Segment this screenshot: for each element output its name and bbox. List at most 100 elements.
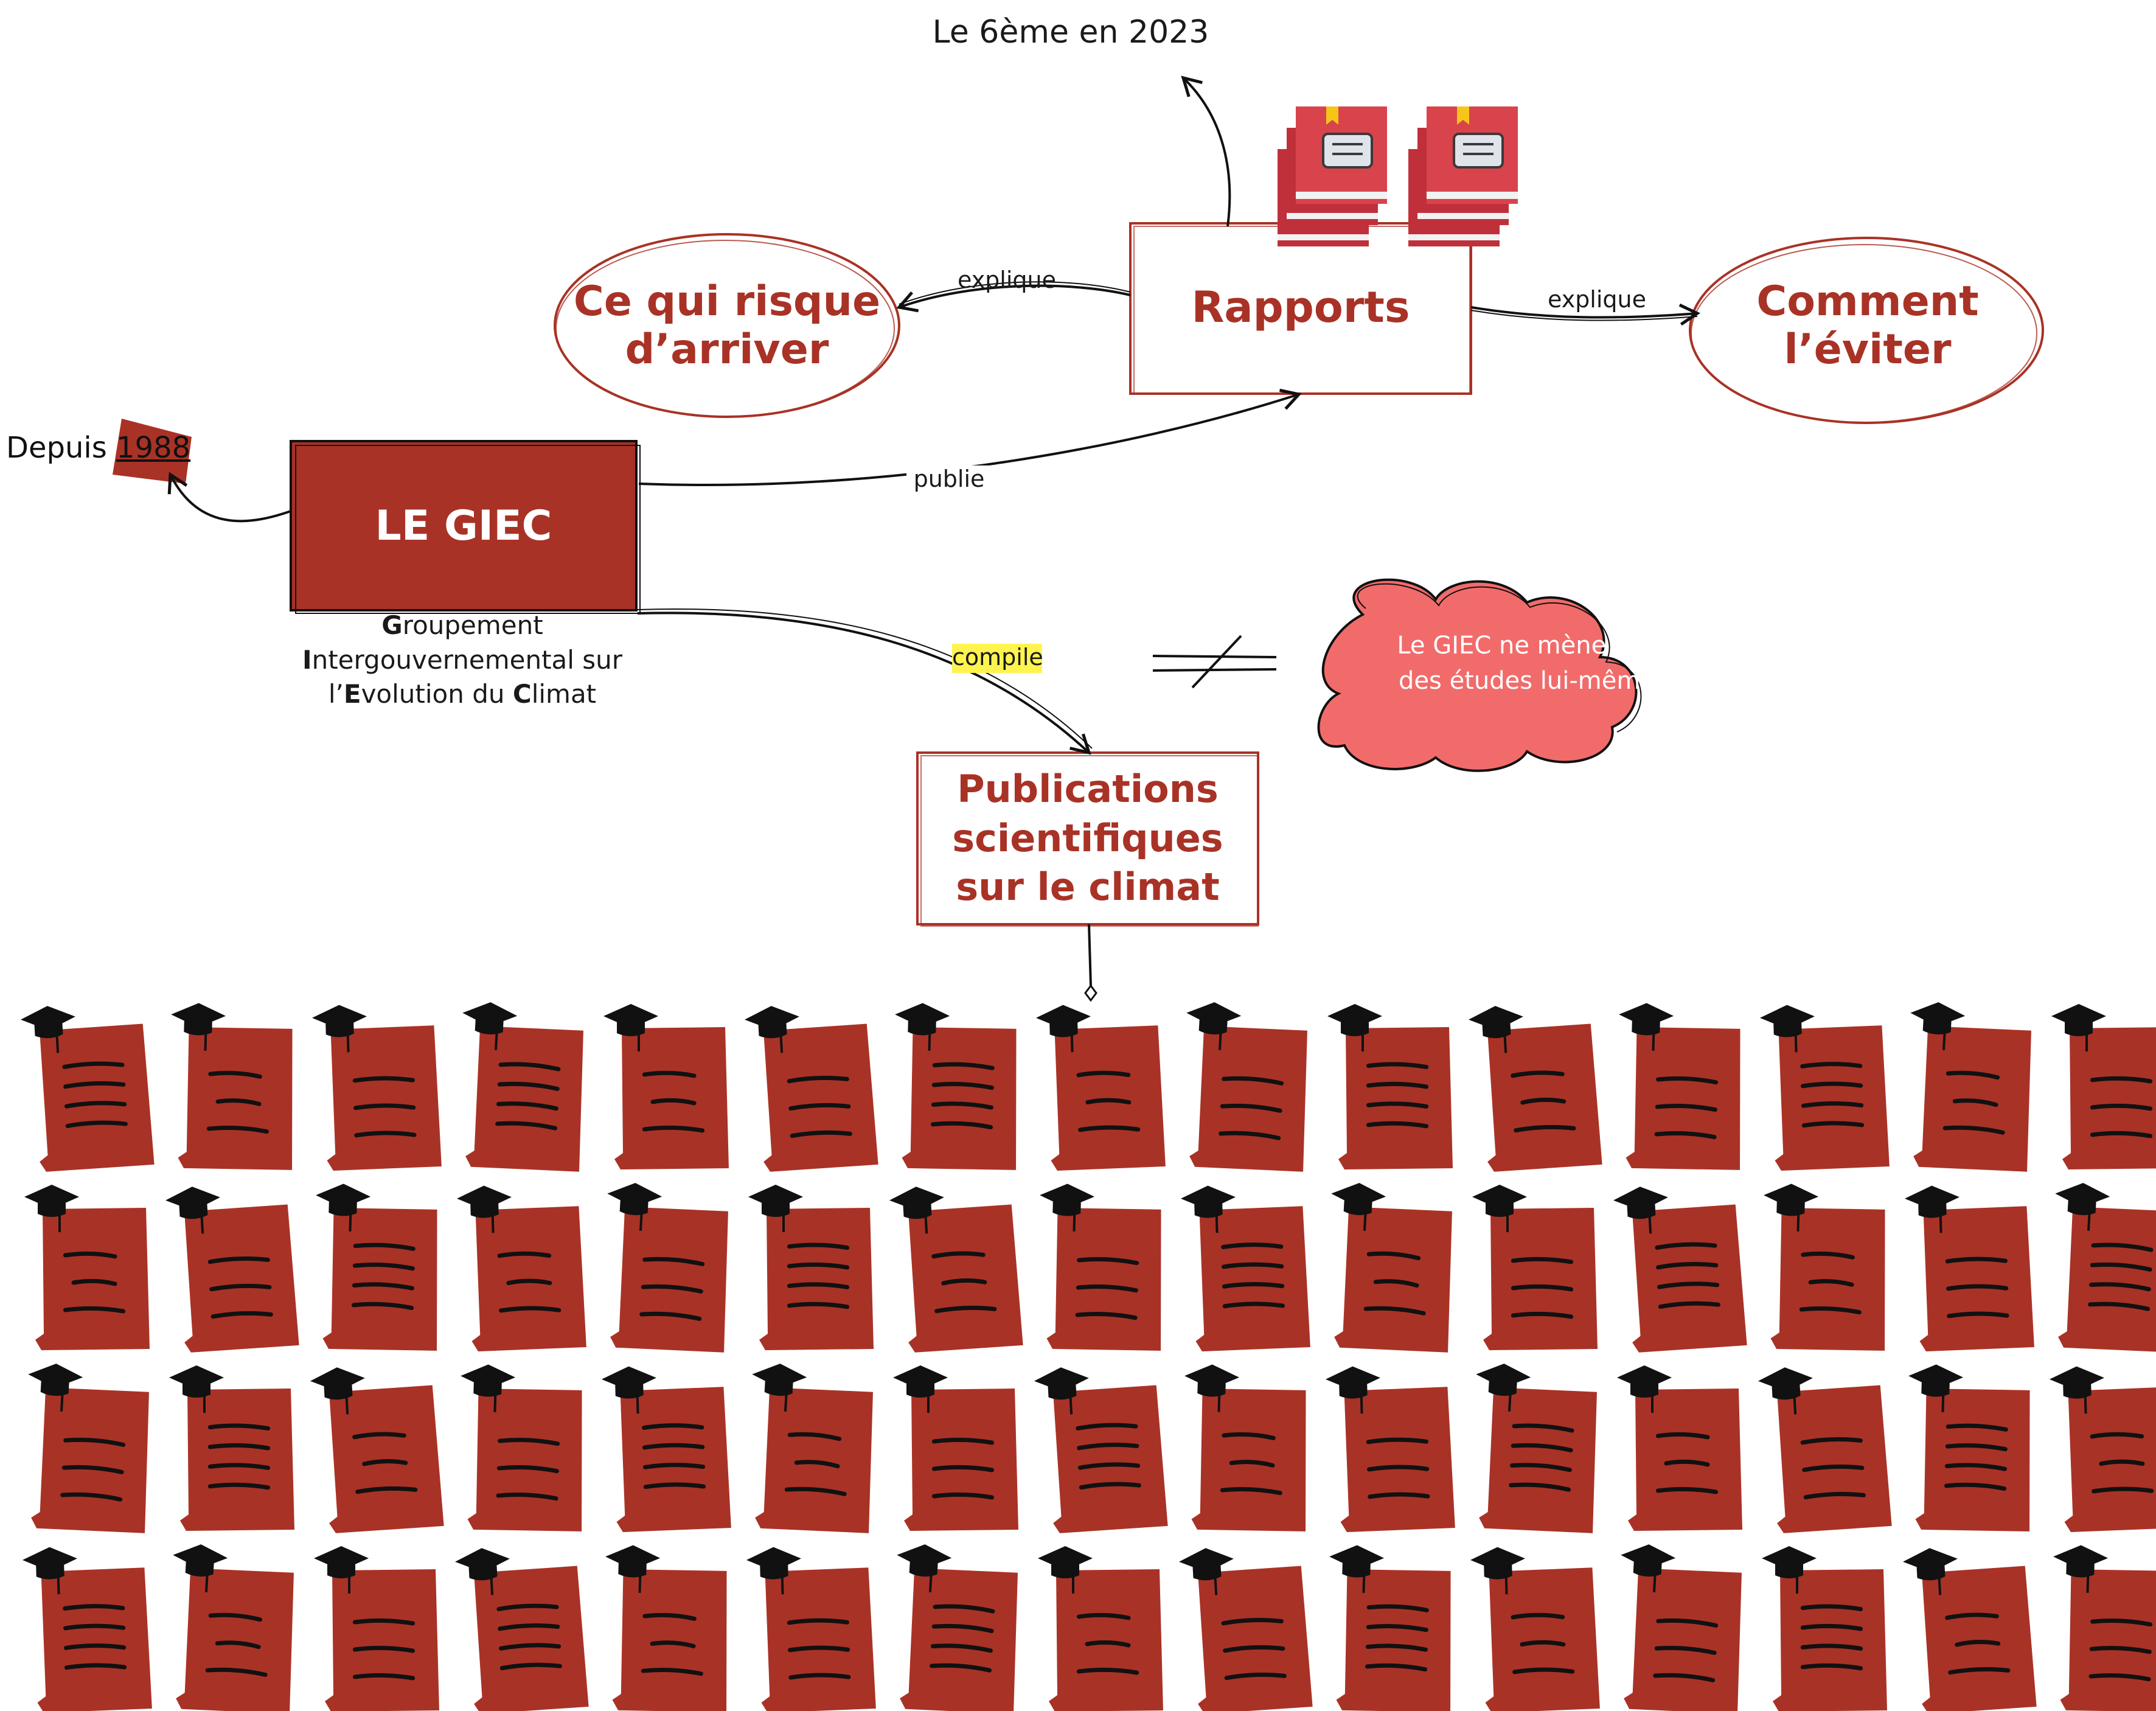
acronym-line-1: Groupement (381, 610, 543, 640)
graduation-cap-icon (1472, 1185, 1527, 1232)
scientific-paper-icon (455, 1548, 589, 1711)
graduation-cap-icon (316, 1183, 371, 1232)
graduation-cap-icon (1476, 1364, 1531, 1412)
scientific-paper-icon (173, 1544, 294, 1711)
scientific-paper-icon (1903, 1548, 2037, 1711)
edge-label-explique-left: explique (957, 267, 1057, 293)
graduation-cap-icon (310, 1367, 365, 1415)
graduation-cap-icon (1180, 1185, 1236, 1233)
scientific-paper-icon (746, 1547, 876, 1711)
graduation-cap-icon (456, 1185, 512, 1233)
compile-highlight (952, 644, 1042, 673)
graduation-cap-icon (1621, 1544, 1676, 1592)
publications-label: Publications scientifiques sur le climat (952, 767, 1223, 910)
book-stack-icon (1278, 106, 1387, 246)
scientific-paper-icon (1472, 1185, 1598, 1350)
graduation-cap-icon (314, 1546, 369, 1594)
scientific-paper-icon (22, 1547, 152, 1711)
graduation-cap-icon (311, 1005, 367, 1053)
graduation-cap-icon (173, 1544, 228, 1592)
scientific-paper-icon (1621, 1544, 1742, 1711)
scientific-paper-icon (1186, 1002, 1307, 1172)
scientific-paper-icon (2055, 1183, 2156, 1353)
scientific-paper-icon (605, 1545, 727, 1711)
graduation-cap-icon (1184, 1364, 1240, 1412)
graduation-cap-icon (2053, 1545, 2109, 1593)
scientific-paper-icon (895, 1003, 1017, 1170)
scientific-paper-icon (2049, 1366, 2156, 1532)
scientific-paper-icon (1759, 1005, 1890, 1171)
scientific-paper-icon (1040, 1183, 1161, 1351)
scientific-paper-icon (1179, 1548, 1313, 1711)
graduation-cap-icon (889, 1187, 944, 1234)
scientific-paper-icon (169, 1365, 294, 1531)
book-stack-icon (1408, 106, 1518, 246)
scientific-paper-icon (310, 1367, 444, 1533)
scientific-paper-icon (1180, 1185, 1310, 1351)
scientific-paper-icon (2051, 1004, 2156, 1169)
graduation-cap-icon (1613, 1187, 1668, 1234)
scientific-paper-icon (1910, 1002, 2031, 1172)
graduation-cap-icon (1038, 1546, 1093, 1594)
graduation-cap-icon (2049, 1366, 2104, 1414)
scientific-paper-icon (1329, 1545, 1451, 1711)
scientific-paper-icon (1619, 1003, 1740, 1170)
reports-box (1129, 222, 1472, 395)
giec-acronym: Groupement Intergouvernemental sur l’Evo… (268, 608, 657, 712)
graduation-cap-icon (1619, 1003, 1674, 1051)
scientific-paper-icon (314, 1546, 439, 1711)
scientific-paper-icon (893, 1365, 1018, 1531)
graduation-cap-icon (1469, 1006, 1523, 1053)
since-year: 1988 (116, 431, 191, 465)
scientific-paper-icon (1617, 1365, 1742, 1531)
scientific-paper-icon (1762, 1546, 1887, 1711)
graduation-cap-icon (1908, 1364, 1964, 1412)
graduation-cap-icon (605, 1545, 661, 1593)
scientific-paper-icon (1469, 1006, 1602, 1172)
scientific-paper-icon (1038, 1546, 1163, 1711)
graduation-cap-icon (607, 1183, 662, 1231)
top-note: Le 6ème en 2023 (932, 14, 1209, 51)
scientific-paper-icon (897, 1544, 1018, 1711)
graduation-cap-icon (22, 1547, 77, 1595)
graduation-cap-icon (1331, 1183, 1386, 1231)
graduation-cap-icon (455, 1548, 510, 1595)
acronym-line-3: l’Evolution du Climat (328, 679, 597, 709)
risk-ellipse (554, 233, 900, 418)
graduation-cap-icon (1325, 1366, 1380, 1414)
scientific-paper-icon (461, 1364, 582, 1532)
reports-label: Rapports (1191, 282, 1410, 332)
scientific-paper-icon (745, 1006, 878, 1172)
not-equal-icon (1152, 635, 1277, 689)
graduation-cap-icon (24, 1185, 79, 1232)
scientific-paper-icon (1613, 1187, 1747, 1353)
giec-label: LE GIEC (375, 501, 552, 550)
graduation-cap-icon (1762, 1546, 1817, 1594)
scientific-paper-icon (21, 1006, 155, 1172)
avoid-label: Comment l’éviter (1756, 277, 1979, 374)
edge-label-explique-right: explique (1547, 286, 1647, 313)
scientific-paper-icon (171, 1003, 293, 1170)
since-label: Depuis 1988 (6, 431, 190, 465)
scientific-paper-icon (1184, 1364, 1306, 1532)
avoid-ellipse (1689, 237, 2044, 424)
graduation-cap-icon (1179, 1548, 1234, 1595)
scientific-paper-icon (1764, 1183, 1885, 1351)
graduation-cap-icon (1617, 1365, 1672, 1413)
scientific-paper-icon (1908, 1364, 2030, 1532)
giec-box (290, 440, 641, 614)
graduation-cap-icon (1470, 1547, 1525, 1595)
graduation-cap-icon (893, 1365, 948, 1413)
publications-box (916, 751, 1259, 927)
scientific-paper-icon (165, 1187, 299, 1353)
graduation-cap-icon (1327, 1004, 1382, 1051)
graduation-cap-icon (895, 1003, 950, 1051)
graduation-cap-icon (171, 1003, 226, 1051)
scientific-paper-icon (1327, 1004, 1453, 1169)
scientific-paper-icon (1034, 1367, 1168, 1533)
scientific-paper-icon (748, 1185, 874, 1350)
scientific-paper-icon (28, 1364, 149, 1533)
graduation-cap-icon (1186, 1002, 1242, 1050)
